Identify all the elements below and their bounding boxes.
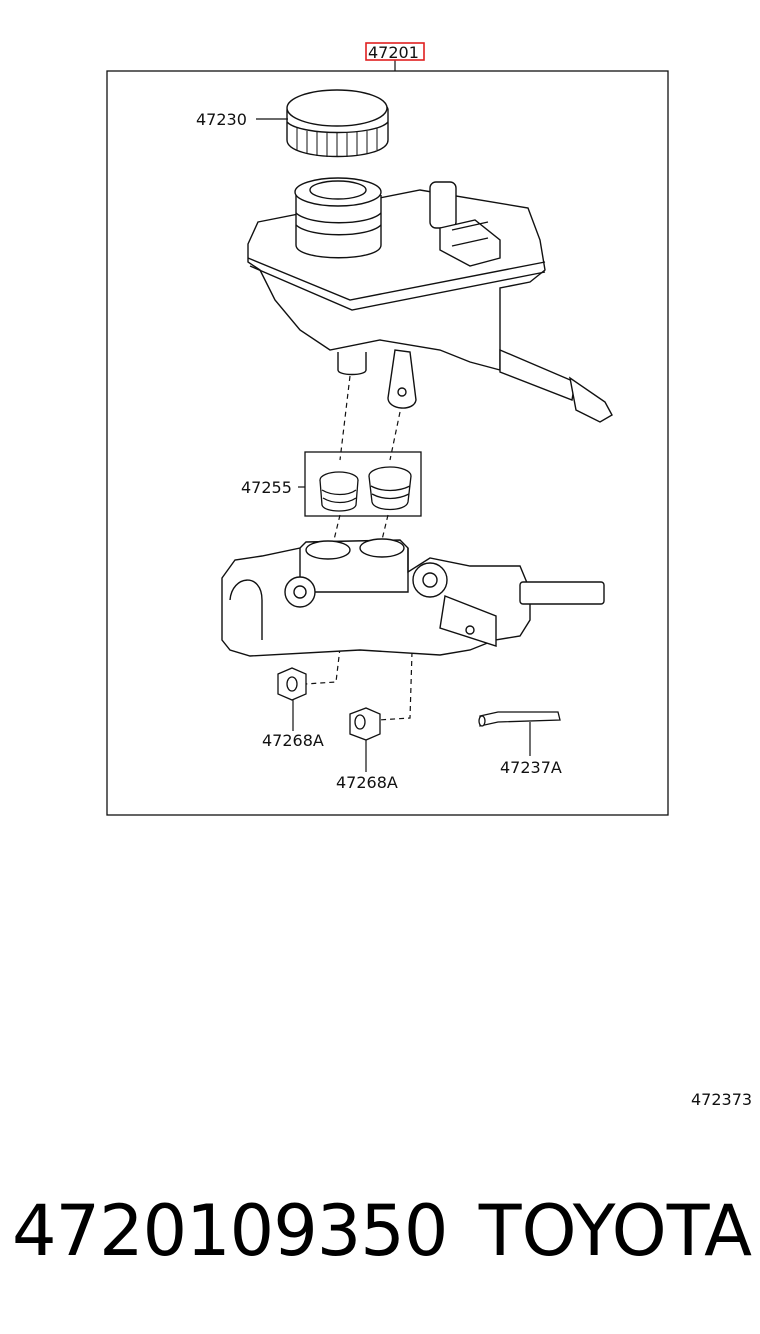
- grommets-box: [304, 451, 422, 517]
- footer: 4720109350 TOYOTA: [12, 1190, 752, 1280]
- nut-left: [277, 667, 307, 701]
- reservoir-tank: [247, 177, 613, 423]
- callout-47268A-left[interactable]: 47268A: [262, 731, 324, 750]
- reservoir-cap: [286, 89, 389, 158]
- diagram-frame: [106, 70, 669, 816]
- brand-name: TOYOTA: [478, 1190, 752, 1272]
- callout-47230[interactable]: 47230: [196, 110, 247, 129]
- nut-center: [349, 707, 381, 741]
- part-number: 4720109350: [12, 1190, 448, 1272]
- callout-47268A-center[interactable]: 47268A: [336, 773, 398, 792]
- master-cylinder-body: [221, 538, 605, 657]
- pin: [478, 711, 561, 727]
- callout-47255[interactable]: 47255: [241, 478, 292, 497]
- assembly-highlight-box: [365, 42, 425, 61]
- callout-47237A[interactable]: 47237A: [500, 758, 562, 777]
- assembly-label[interactable]: 47201: [368, 43, 419, 62]
- grommet-right: [368, 466, 412, 511]
- diagram-code: 472373: [691, 1090, 753, 1109]
- grommet-left: [319, 471, 359, 512]
